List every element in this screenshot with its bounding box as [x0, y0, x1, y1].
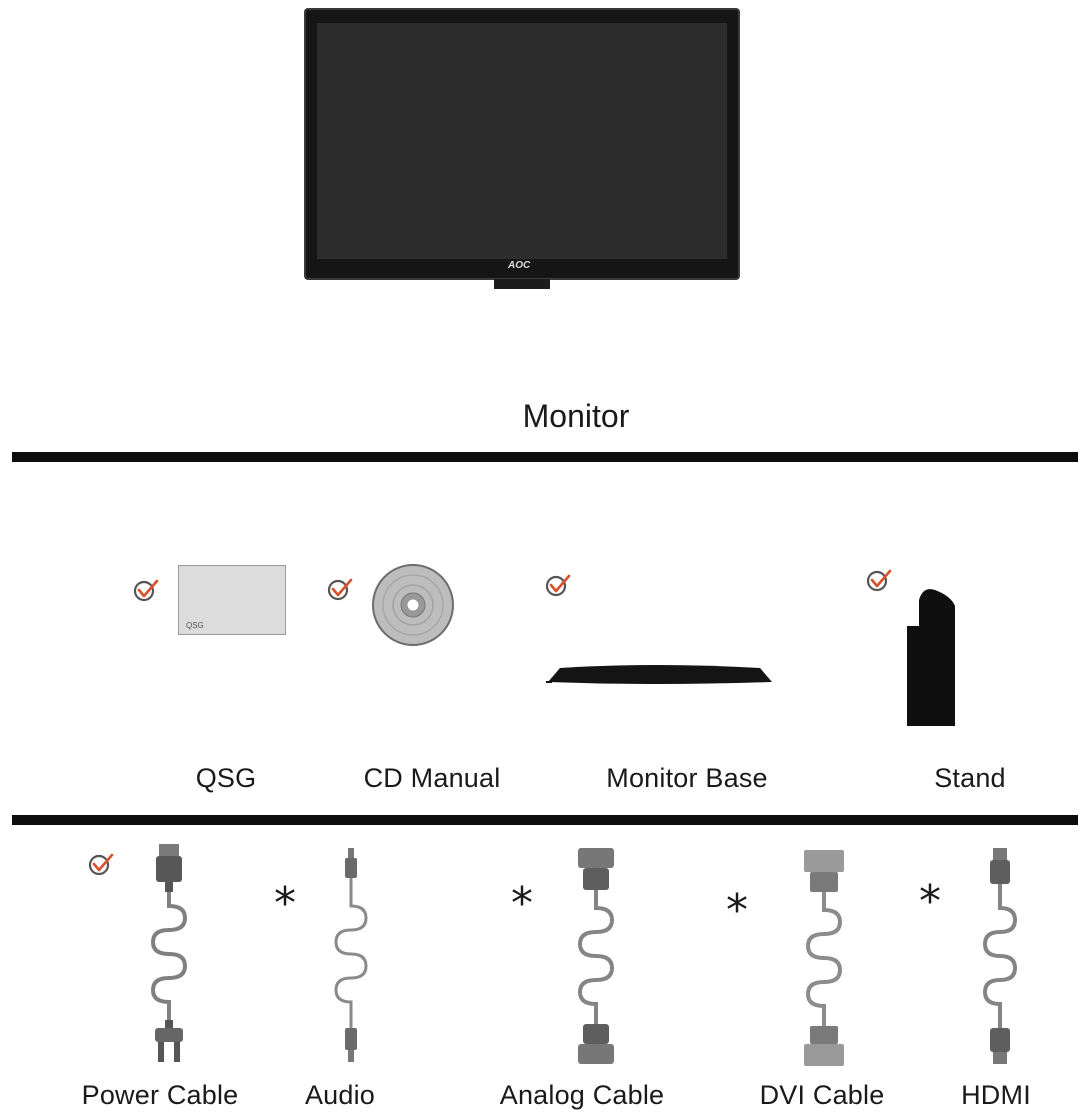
asterisk-marker: * — [511, 878, 533, 929]
power-cable-image — [141, 844, 197, 1068]
label-qsg: QSG — [195, 763, 257, 793]
monitor-base-image — [546, 664, 774, 688]
label-audio: Audio — [304, 1080, 376, 1110]
asterisk-marker: * — [274, 878, 296, 929]
divider-top — [12, 452, 1078, 462]
label-hdmi: HDMI — [961, 1080, 1031, 1110]
audio-cable-image — [326, 848, 376, 1066]
label-power-cable: Power Cable — [81, 1080, 239, 1110]
check-icon — [133, 578, 161, 602]
qsg-card-text: QSG — [186, 621, 204, 630]
analog-cable-image — [566, 848, 626, 1066]
dvi-cable-image — [794, 850, 854, 1068]
check-icon — [88, 852, 116, 876]
label-cd-manual: CD Manual — [363, 763, 501, 793]
label-dvi-cable: DVI Cable — [759, 1080, 885, 1110]
monitor-image: AOC — [304, 8, 740, 292]
qsg-card-image: QSG — [178, 565, 286, 635]
label-stand: Stand — [934, 763, 1006, 793]
cd-image — [371, 563, 455, 647]
check-icon — [327, 577, 355, 601]
asterisk-marker: * — [726, 885, 748, 936]
stand-image — [903, 586, 959, 728]
monitor-brand-logo: AOC — [508, 260, 531, 271]
check-icon — [545, 573, 573, 597]
monitor-caption: Monitor — [522, 398, 630, 434]
divider-bottom — [12, 815, 1078, 825]
hdmi-cable-image — [975, 848, 1025, 1066]
label-monitor-base: Monitor Base — [606, 763, 768, 793]
check-icon — [866, 568, 894, 592]
asterisk-marker: * — [919, 876, 941, 927]
label-analog-cable: Analog Cable — [499, 1080, 665, 1110]
